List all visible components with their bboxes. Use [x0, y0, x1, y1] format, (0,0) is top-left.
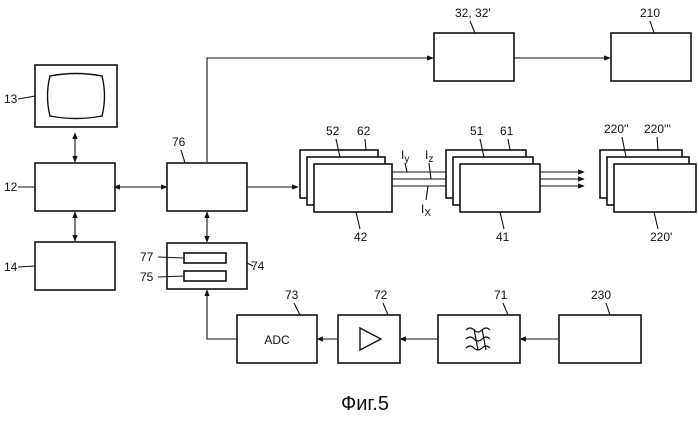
- label-73: 73: [285, 288, 299, 302]
- label-72: 72: [374, 288, 388, 302]
- label-ix: IX: [421, 202, 431, 219]
- block-74: [167, 243, 247, 289]
- block-41: [460, 164, 540, 212]
- label-61: 61: [500, 124, 514, 138]
- block-12: [35, 163, 115, 211]
- stack-41-51-61: [446, 150, 540, 212]
- label-42: 42: [354, 230, 368, 244]
- block-13-monitor: [35, 65, 117, 127]
- label-41: 41: [496, 230, 510, 244]
- block-76: [167, 163, 247, 211]
- label-74: 74: [251, 259, 265, 273]
- label-iy: Iy: [401, 148, 409, 165]
- stack-42-52-62: [300, 150, 392, 212]
- block-14: [35, 242, 115, 290]
- label-14: 14: [4, 260, 18, 274]
- block-72-amplifier: [338, 315, 400, 363]
- block-75: [184, 271, 226, 281]
- block-32: [434, 33, 514, 81]
- label-220-double: 220'': [604, 122, 629, 136]
- block-210: [611, 33, 691, 81]
- label-71: 71: [494, 288, 508, 302]
- label-75: 75: [140, 270, 154, 284]
- block-73-adc: ADC: [237, 315, 317, 363]
- block-230: [559, 315, 641, 363]
- block-220-single: [614, 164, 696, 212]
- label-51: 51: [470, 124, 484, 138]
- label-52: 52: [326, 124, 340, 138]
- link-76-32: [207, 58, 433, 162]
- label-62: 62: [357, 124, 371, 138]
- label-220-triple: 220''': [644, 122, 671, 136]
- label-32: 32, 32': [455, 6, 491, 20]
- block-77: [184, 253, 226, 263]
- label-77: 77: [140, 250, 154, 264]
- monitor-icon: [48, 74, 105, 119]
- label-210: 210: [640, 6, 660, 20]
- block-71-filter: [438, 315, 520, 363]
- link-73-74: [207, 290, 237, 339]
- label-iz: Iz: [425, 148, 433, 165]
- label-76: 76: [172, 135, 186, 149]
- figure-caption: Фиг.5: [341, 393, 389, 415]
- label-12: 12: [4, 180, 18, 194]
- block-42: [314, 164, 392, 212]
- current-labels: Iy Iz IX: [401, 148, 433, 219]
- adc-label: ADC: [264, 333, 290, 347]
- label-230: 230: [591, 288, 611, 302]
- label-220-single: 220': [650, 230, 672, 244]
- stack-220: [600, 150, 696, 212]
- label-13: 13: [4, 92, 18, 106]
